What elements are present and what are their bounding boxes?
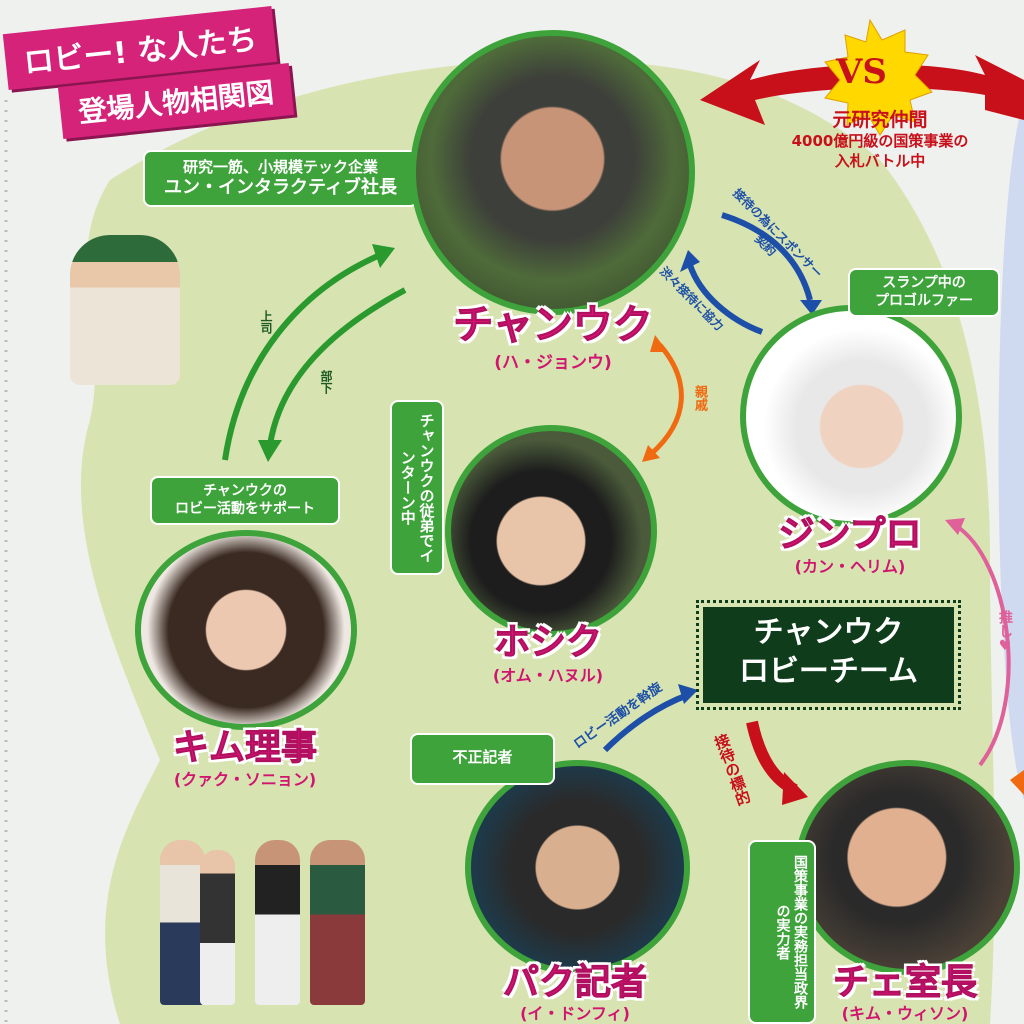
jinpro-bubble: スランプ中のプロゴルファー <box>848 268 1000 317</box>
choi-bubble: 国策事業の実務担当政界の実力者 <box>748 840 816 1024</box>
vs-relation: 元研究仲間 <box>832 109 928 131</box>
bubble-line: ユン・インタラクティブ社長 <box>164 176 397 198</box>
kim-name: キム理事 <box>172 727 318 769</box>
vs-note-line2: 入札バトル中 <box>834 151 926 170</box>
park-actor: (イ・ドンフィ) <box>520 1004 630 1023</box>
boss-arrow <box>222 252 382 461</box>
hosik-actor: (オム・ハヌル) <box>492 666 604 685</box>
vs-starburst <box>824 18 933 136</box>
jinpro-actor: (カン・ヘリム) <box>794 557 906 576</box>
vs-badge: VS <box>836 52 887 92</box>
relative-arrow <box>648 343 684 457</box>
boss-label: 上司 <box>259 310 273 334</box>
jinpro-photo[interactable] <box>740 305 962 527</box>
sponsor-arrow <box>721 212 813 301</box>
blue-area <box>998 100 1024 800</box>
kim-bubble: チャンウクのロビー活動をサポート <box>150 476 340 525</box>
park-bubble: 不正記者 <box>410 733 555 785</box>
oshi-label: 推し♥ <box>997 610 1013 654</box>
bubble-line: スランプ中の <box>882 275 966 291</box>
bubble-line: 研究一筋、小規模テック企業 <box>182 158 378 176</box>
broker-arrow <box>602 692 690 753</box>
golfers-group-illustration <box>160 840 375 1010</box>
hosik-bubble: チャンウクの従弟でインターン中 <box>390 400 444 575</box>
relative-label: 親戚 <box>692 385 707 411</box>
hosik-photo[interactable] <box>445 425 657 637</box>
kim-photo[interactable] <box>135 530 357 730</box>
choi-photo[interactable] <box>795 760 1020 975</box>
park-name: パク記者 <box>502 962 648 1004</box>
vs-note-line1: 4000億円級の国策事業の <box>791 132 969 150</box>
changwook-name: チャンウク <box>453 302 654 349</box>
subordinate-label: 部下 <box>319 370 333 394</box>
bubble-line: チャンウクの <box>203 483 287 499</box>
golfer-illustration <box>70 235 180 385</box>
bubble-line: ロビー活動をサポート <box>175 500 315 517</box>
jinpro-name: ジンプロ <box>778 514 922 556</box>
cooperate-arrow <box>687 263 764 335</box>
subordinate-arrow <box>267 287 407 446</box>
hosik-name: ホシク <box>493 622 603 664</box>
changwook-photo[interactable] <box>410 30 695 315</box>
choi-actor: (キム・ウィソン) <box>841 1004 969 1023</box>
team-line2: ロビーチーム <box>738 654 919 689</box>
team-box: チャンウクロビーチーム <box>696 600 961 710</box>
vs-note: 4000億円級の国策事業の入札バトル中 <box>760 132 1000 171</box>
changwook-bubble: 研究一筋、小規模テック企業ユン・インタラクティブ社長 <box>143 150 418 208</box>
kim-actor: (クァク・ソニョン) <box>173 770 317 789</box>
oshi-arrow <box>953 523 1011 767</box>
park-photo[interactable] <box>465 760 690 975</box>
changwook-actor: (ハ・ジョンウ) <box>494 353 612 373</box>
team-line1: チャンウク <box>753 615 904 650</box>
bubble-line: プロゴルファー <box>875 292 973 309</box>
vs-arrow <box>700 55 1024 125</box>
choi-name: チェ室長 <box>832 962 978 1004</box>
